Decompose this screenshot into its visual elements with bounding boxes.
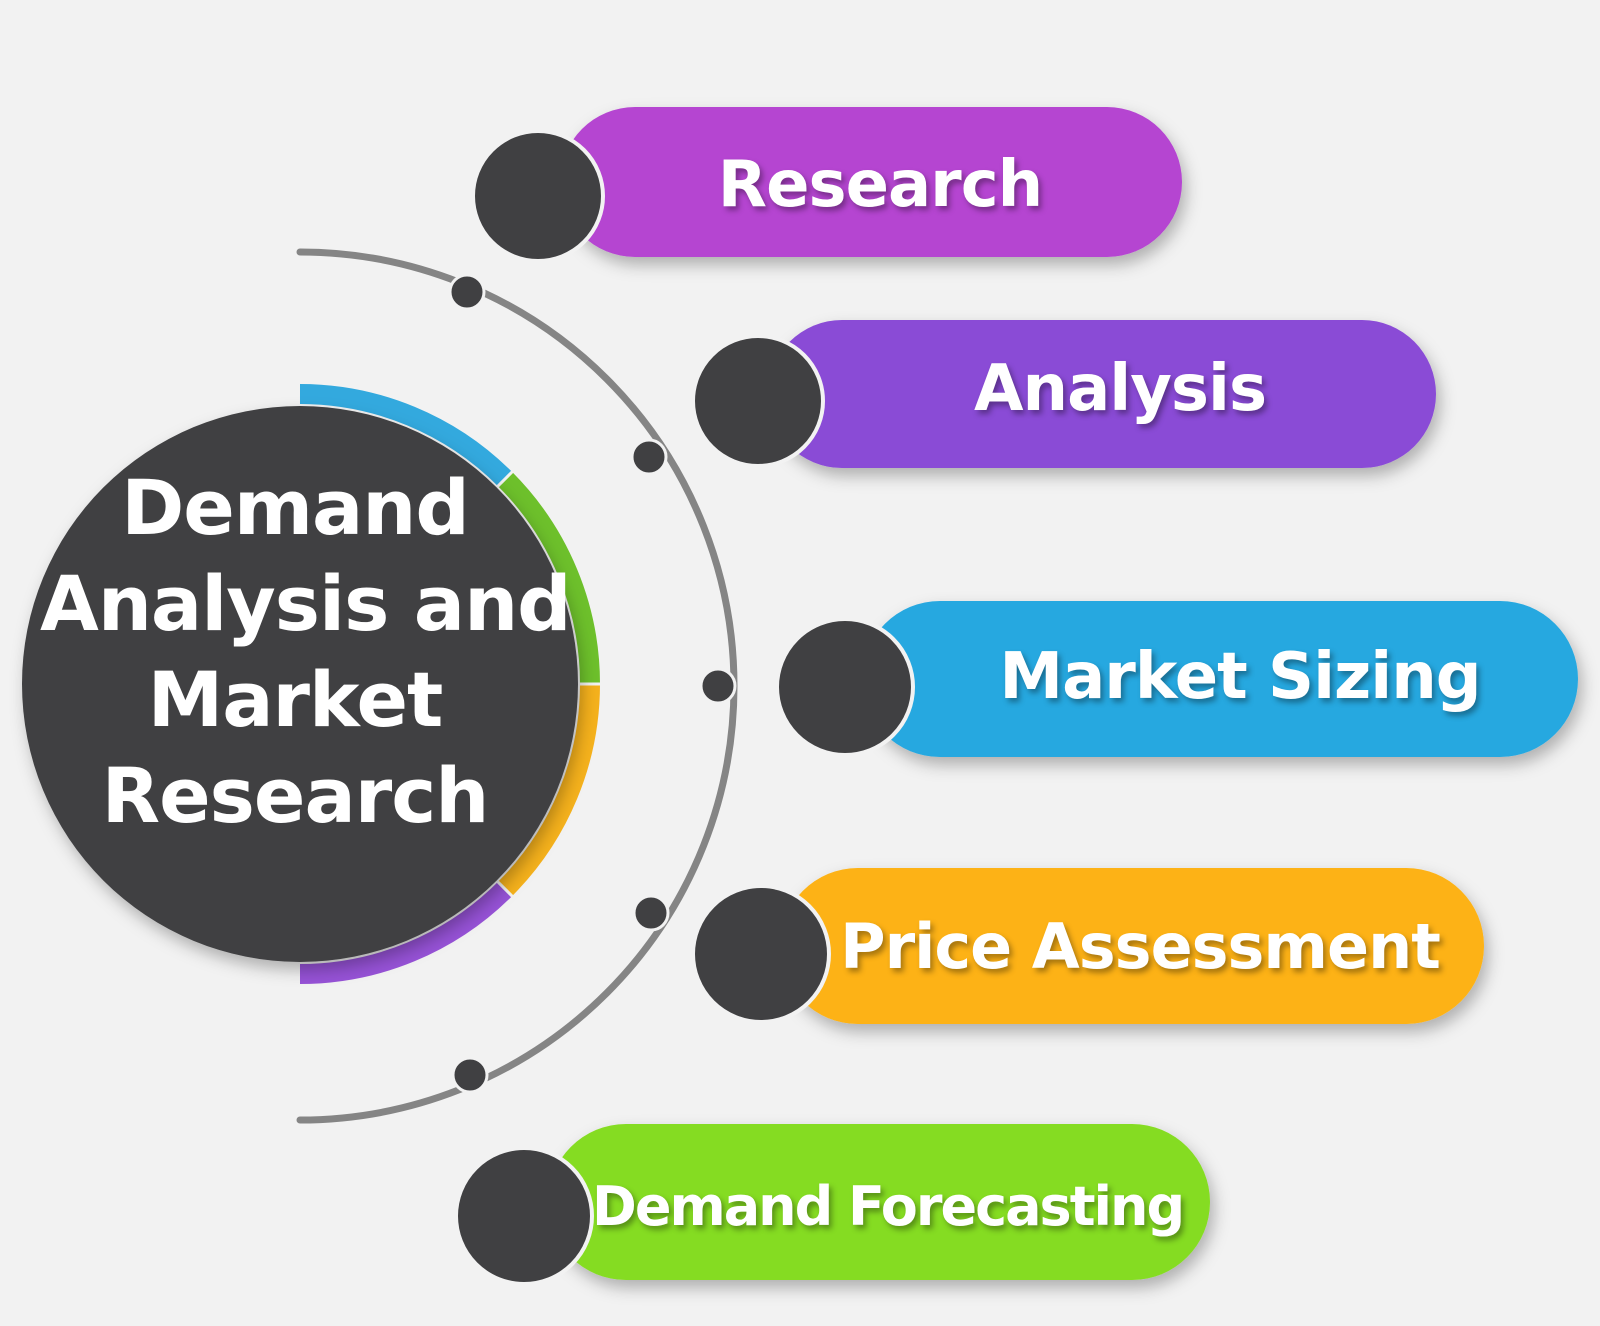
center-ring [299,384,600,984]
ring-segment-green [497,471,600,685]
center-title: Demand Analysis and Market Research [40,460,572,844]
pill-background [548,1124,1210,1280]
pill-marker-circle [454,1146,594,1286]
ring-divider [495,469,515,489]
arc-dot [632,894,670,932]
arc-dot [630,438,668,476]
center-title-line: Market [147,655,444,744]
step-pill-price-assessment [691,868,1484,1024]
step-label-market-sizing: Market Sizing [999,640,1481,714]
step-pill-analysis [691,320,1436,468]
ring-segment-orange [497,683,600,897]
pill-marker-circle [775,617,915,757]
center-title-line: Analysis and [40,559,572,648]
step-label-price-assessment: Price Assessment [840,910,1441,983]
ring-divider [495,879,515,899]
step-label-research: Research [717,148,1043,222]
pill-marker-circle [691,334,825,468]
arc-dots [448,273,737,1094]
pill-background [780,868,1484,1024]
arc-dot [448,273,486,311]
step-pill-demand-forecasting [454,1124,1210,1286]
pill-background [862,601,1578,757]
center-title-line: Research [101,751,490,840]
pill-background [560,107,1182,257]
arc-dot [451,1056,489,1094]
center-circle [22,406,578,962]
arc-dot [699,667,737,705]
ring-segment-blue [299,384,513,487]
ring-segment-purple [299,881,513,984]
step-pill-market-sizing [775,601,1578,757]
step-label-demand-forecasting: Demand Forecasting [592,1175,1185,1238]
pill-marker-circle [691,884,831,1024]
step-pill-research [471,107,1182,263]
pill-background [768,320,1436,468]
pill-marker-circle [471,129,605,263]
center-title-line: Demand [121,463,470,552]
step-label-analysis: Analysis [973,352,1267,426]
